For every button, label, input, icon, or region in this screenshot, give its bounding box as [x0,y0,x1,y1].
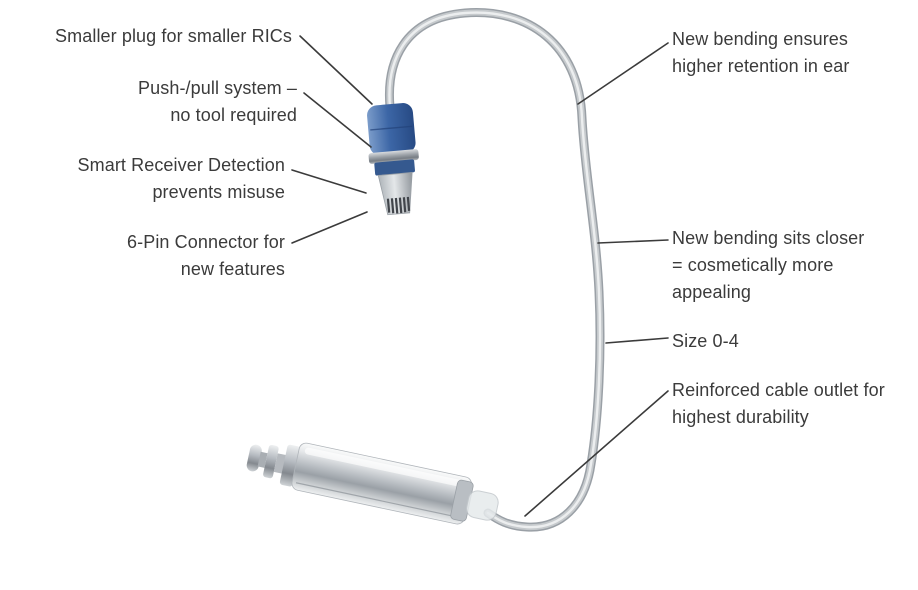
plug-seam [370,125,413,131]
leader-line-cable-outlet [524,390,669,517]
plug-body [367,103,416,156]
pin-contacts [386,196,411,214]
label-cable-outlet: Reinforced cable outlet for highest dura… [672,380,885,427]
label-push-pull: Push-/pull system – no tool required [138,78,297,125]
leader-line-bending-retention [577,42,669,105]
receiver-facet-line [295,482,461,519]
leader-line-bending-closer [597,239,669,244]
leader-line-smart-detection [291,169,367,194]
leader-lines [291,35,669,517]
leader-line-push-pull [303,92,372,148]
label-size: Size 0-4 [672,331,739,351]
leader-line-size [605,337,669,344]
label-smaller-plug: Smaller plug for smaller RICs [55,26,292,46]
leader-line-smaller-plug [299,35,373,105]
connector-plug [367,103,419,216]
receiver-nozzle-groove [257,451,268,468]
leader-line-six-pin [291,211,368,244]
plug-lower-band [374,159,415,176]
receiver-collar [279,444,301,487]
cable-wire [384,8,605,532]
label-bending-retention: New bending ensures higher retention in … [672,29,850,76]
label-six-pin: 6-Pin Connector for new features [127,232,285,279]
receiver-nozzle-ring [263,444,279,479]
cable-outlet-sleeve [466,490,499,521]
label-bending-closer: New bending sits closer = cosmetically m… [672,228,865,302]
receiver-highlight [304,447,464,487]
label-smart-detection: Smart Receiver Detection prevents misuse [77,155,285,202]
receiver-body [246,442,499,525]
